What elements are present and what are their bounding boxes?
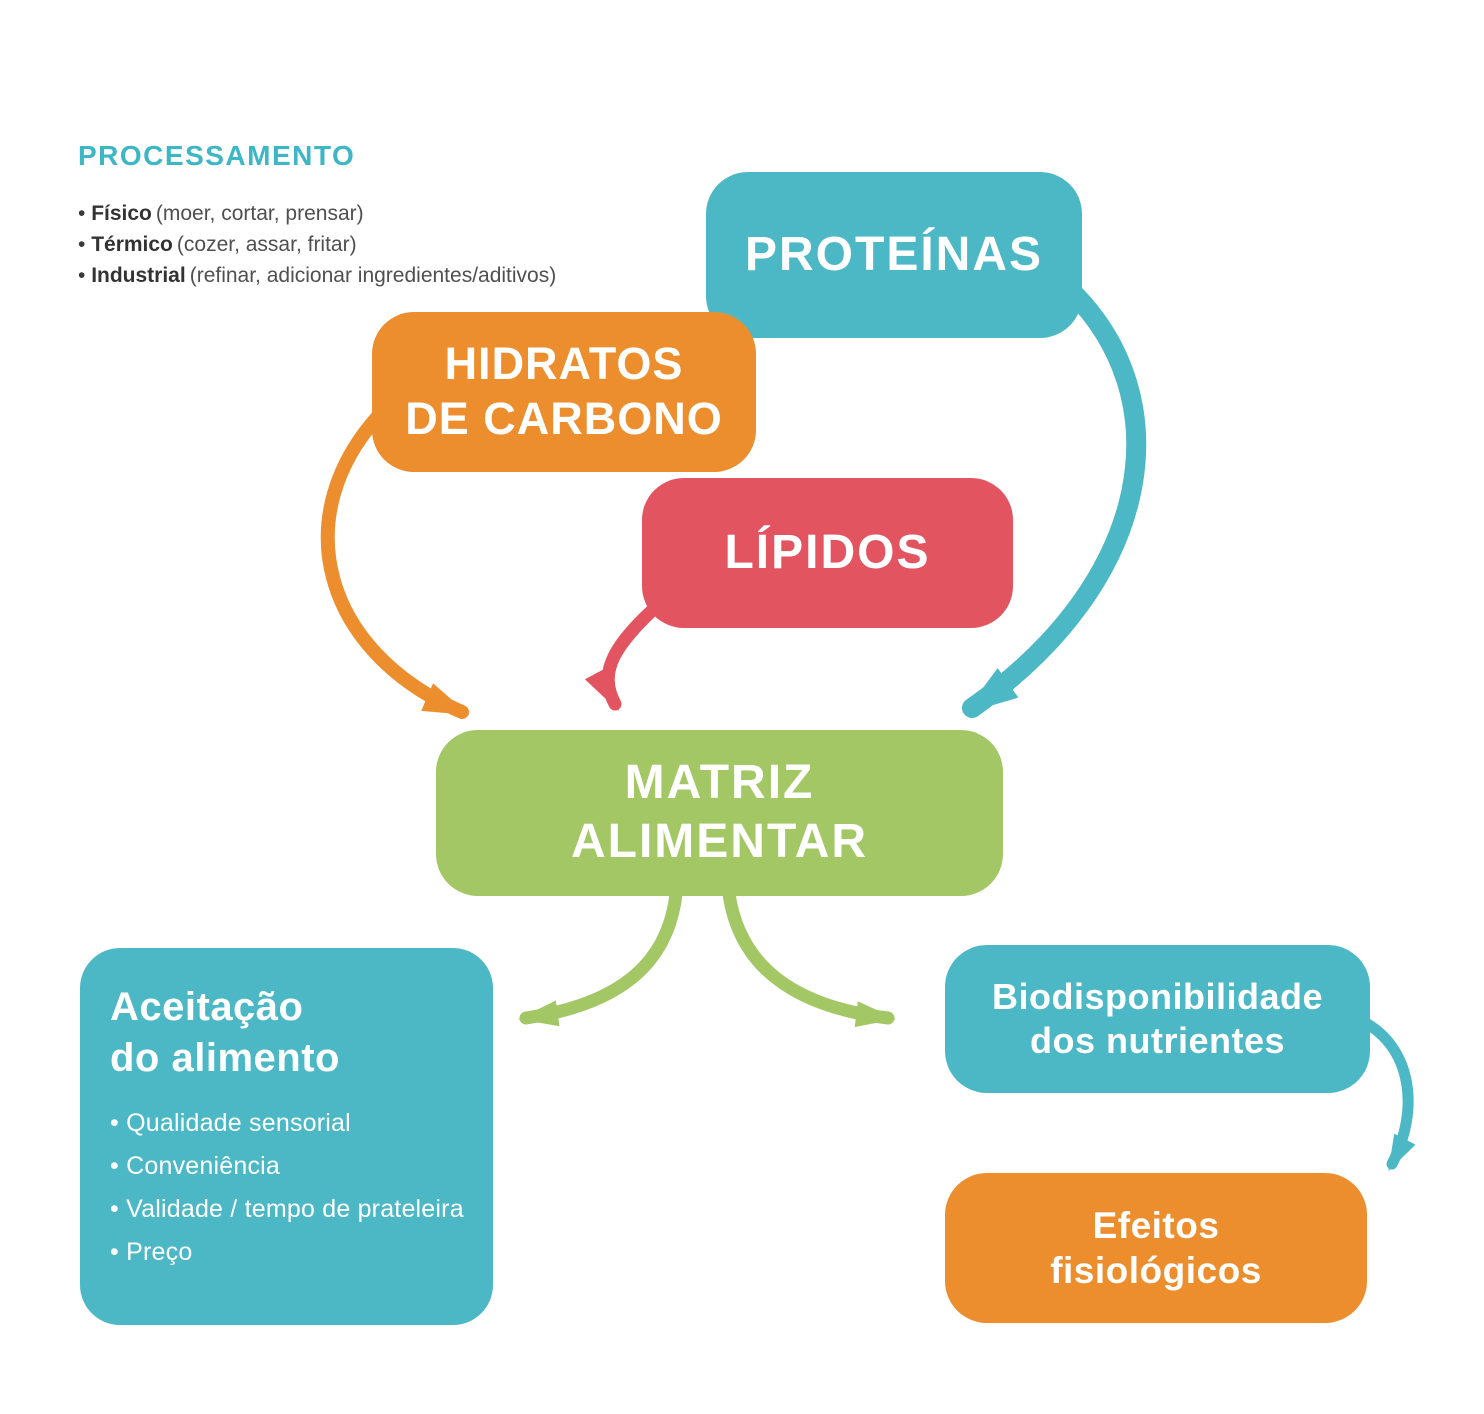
node-hidratos-de-carbono: HIDRATOS DE CARBONO xyxy=(372,312,756,472)
processing-list: Físico(moer, cortar, prensar) Térmico(co… xyxy=(78,198,638,291)
processing-item-industrial: Industrial(refinar, adicionar ingredient… xyxy=(78,260,638,291)
node-proteinas: PROTEÍNAS xyxy=(706,172,1082,338)
biodisponibilidade-label-line2: dos nutrientes xyxy=(1029,1020,1286,1061)
aceitacao-bullet: Qualidade sensorial xyxy=(110,1102,464,1145)
processing-term: Físico xyxy=(91,202,152,225)
aceitacao-bullet: Preço xyxy=(110,1231,464,1274)
hidratos-label-line2: DE CARBONO xyxy=(405,393,723,444)
lipidos-label: LÍPIDOS xyxy=(724,525,931,579)
processing-term: Térmico xyxy=(91,233,173,257)
matriz-label-line1: MATRIZ xyxy=(624,756,815,810)
aceitacao-bullet: Conveniência xyxy=(110,1145,464,1188)
processing-desc: (cozer, assar, fritar) xyxy=(176,233,357,257)
aceitacao-heading: Aceitação do alimento xyxy=(110,982,340,1084)
aceitacao-heading-line1: Aceitação xyxy=(110,985,304,1029)
aceitacao-heading-line2: do alimento xyxy=(110,1036,340,1081)
processing-desc: (refinar, adicionar ingredientes/aditivo… xyxy=(189,264,557,288)
arrow-biodisponibilidade-to-efeitos xyxy=(1358,1016,1416,1172)
matriz-label-line2: ALIMENTAR xyxy=(570,815,869,868)
biodisponibilidade-label-line1: Biodisponibilidade xyxy=(992,976,1323,1018)
node-matriz-alimentar: MATRIZ ALIMENTAR xyxy=(436,730,1003,896)
efeitos-label-line2: fisiológicos xyxy=(1050,1250,1262,1291)
aceitacao-bullet-list: Qualidade sensorial Conveniência Validad… xyxy=(110,1102,464,1274)
arrow-matriz-to-biodisponibilidade xyxy=(722,887,896,1028)
processing-item-termico: Térmico(cozer, assar, fritar) xyxy=(78,229,638,260)
efeitos-label-line1: Efeitos xyxy=(1092,1204,1220,1246)
node-lipidos: LÍPIDOS xyxy=(642,478,1013,628)
node-efeitos-fisiologicos: Efeitos fisiológicos xyxy=(945,1173,1367,1323)
processing-desc: (moer, cortar, prensar) xyxy=(155,202,364,225)
node-biodisponibilidade: Biodisponibilidade dos nutrientes xyxy=(945,945,1370,1093)
processing-item-fisico: Físico(moer, cortar, prensar) xyxy=(78,198,638,229)
processing-section: PROCESSAMENTO Físico(moer, cortar, prens… xyxy=(78,140,638,291)
processing-term: Industrial xyxy=(91,264,186,288)
arrow-matriz-to-aceitacao xyxy=(518,887,683,1027)
node-aceitacao-do-alimento: Aceitação do alimento Qualidade sensoria… xyxy=(80,948,493,1325)
proteinas-label: PROTEÍNAS xyxy=(744,227,1044,281)
aceitacao-bullet: Validade / tempo de prateleira xyxy=(110,1188,464,1231)
processing-title: PROCESSAMENTO xyxy=(78,140,356,171)
hidratos-label-line1: HIDRATOS xyxy=(444,338,684,390)
